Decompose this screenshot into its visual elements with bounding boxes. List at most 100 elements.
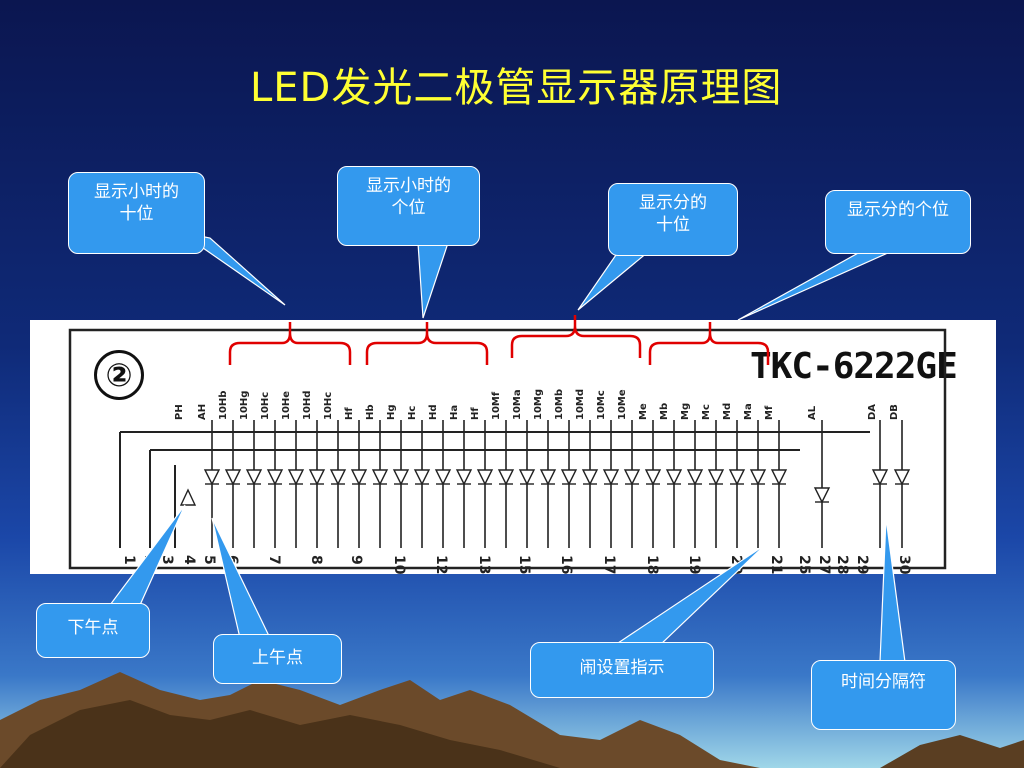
- hour-units-brace: [365, 322, 489, 365]
- pin-number: 21: [768, 555, 784, 574]
- pin-number: 30: [896, 555, 912, 575]
- diode-symbol: [707, 469, 725, 486]
- segment-label: 10Mg: [533, 389, 544, 420]
- segment-label: 10He: [281, 391, 292, 420]
- segment-label: 10Mc: [596, 390, 607, 420]
- segment-label: Hd: [428, 404, 439, 420]
- diode-symbol: [371, 469, 389, 486]
- pin-number: 27: [816, 555, 832, 574]
- diode-symbol: [623, 469, 641, 486]
- callout-pm: 下午点: [36, 603, 150, 658]
- pin-number: 13: [476, 555, 492, 574]
- callout-alarm: 闹设置指示: [530, 642, 714, 698]
- pin-number: 7: [266, 555, 282, 565]
- segment-label: 10Hd: [302, 391, 313, 420]
- segment-label: Me: [638, 403, 649, 420]
- diode-symbol: [581, 469, 599, 486]
- slide-title: LED发光二极管显示器原理图: [250, 65, 783, 111]
- led-schematic-panel: [30, 320, 996, 574]
- pin-number: 16: [558, 555, 574, 574]
- diode-symbol: [392, 469, 410, 486]
- diode-symbol: [749, 469, 767, 486]
- segment-label: Ha: [449, 405, 460, 420]
- segment-label: 10Me: [617, 389, 628, 420]
- pin-number: 3: [159, 555, 175, 565]
- pin-number: 1: [121, 555, 137, 565]
- segment-label: 10Hc: [323, 392, 334, 420]
- pin-number: 8: [308, 555, 324, 565]
- diode-symbol: [413, 469, 431, 486]
- segment-label: Hc: [407, 406, 418, 420]
- segment-label: Hg: [386, 404, 397, 420]
- diode-symbol: [518, 469, 536, 486]
- segment-label: Mg: [680, 403, 691, 420]
- pin-number: 10: [391, 555, 407, 575]
- pin-number: 18: [644, 555, 660, 574]
- pin-number: 4: [181, 555, 197, 565]
- diode-symbol: [602, 469, 620, 486]
- diode-symbol: [665, 469, 683, 486]
- callout-hour-tens: 显示小时的十位: [68, 172, 205, 254]
- diode-symbol: [539, 469, 557, 486]
- segment-label: AH: [197, 404, 208, 420]
- pin-number: 15: [516, 555, 532, 574]
- segment-label: DA: [867, 404, 878, 420]
- segment-label: Mf: [764, 405, 775, 420]
- model-label: TKC-6222GE: [750, 346, 958, 387]
- callout-minute-tens: 显示分的十位: [608, 183, 738, 256]
- callout-hour-units: 显示小时的个位: [337, 166, 480, 246]
- pin-number: 5: [201, 555, 217, 565]
- pin-number: 19: [686, 555, 702, 574]
- segment-label: 10Mb: [554, 389, 565, 420]
- panel-number: ②: [94, 350, 144, 400]
- pin-number: 9: [348, 555, 364, 565]
- diode-symbol: [686, 469, 704, 486]
- segment-label: Md: [722, 403, 733, 420]
- diode-symbol: [434, 469, 452, 486]
- segment-label: Hf: [344, 407, 355, 420]
- segment-label: Ma: [743, 403, 754, 420]
- diode-symbol: [287, 469, 305, 486]
- segment-label: DB: [889, 404, 900, 420]
- diode-symbol: [308, 469, 326, 486]
- hour-tens-brace: [228, 322, 352, 365]
- diode-symbol: [770, 469, 788, 486]
- diode-symbol: [497, 469, 515, 486]
- pin-number: 12: [433, 555, 449, 574]
- pin-number: 17: [601, 555, 617, 574]
- segment-label: AL: [807, 405, 818, 420]
- segment-label: PH: [174, 404, 185, 420]
- diode-symbol: [644, 469, 662, 486]
- minute-units-brace: [648, 322, 770, 365]
- minute-tens-brace: [510, 315, 642, 358]
- segment-label: Mb: [659, 403, 670, 420]
- diode-symbol: [455, 469, 473, 486]
- pin-number: 29: [854, 555, 870, 574]
- segment-label: 10Hc: [260, 392, 271, 420]
- segment-label: 10Md: [575, 389, 586, 420]
- callout-colon: 时间分隔符: [811, 660, 956, 730]
- diode-symbol: [476, 469, 494, 486]
- callout-am: 上午点: [213, 634, 342, 684]
- segment-label: 10Hb: [218, 391, 229, 420]
- diode-symbol: [350, 469, 368, 486]
- diode-symbol: [224, 469, 242, 486]
- diode-symbol: [728, 469, 746, 486]
- segment-label: Hb: [365, 404, 376, 420]
- diode-symbol: [245, 469, 263, 486]
- segment-label: Hf: [470, 407, 481, 420]
- segment-label: 10Mf: [491, 391, 502, 420]
- pm-diode: [179, 488, 197, 506]
- diode-symbol: [203, 469, 221, 486]
- segment-label: Mc: [701, 404, 712, 420]
- pin-number: 25: [796, 555, 812, 574]
- diode-symbol: [813, 487, 831, 504]
- diode-symbol: [893, 469, 911, 486]
- diode-symbol: [329, 469, 347, 486]
- segment-label: 10Hg: [239, 391, 250, 420]
- segment-label: 10Ma: [512, 389, 523, 420]
